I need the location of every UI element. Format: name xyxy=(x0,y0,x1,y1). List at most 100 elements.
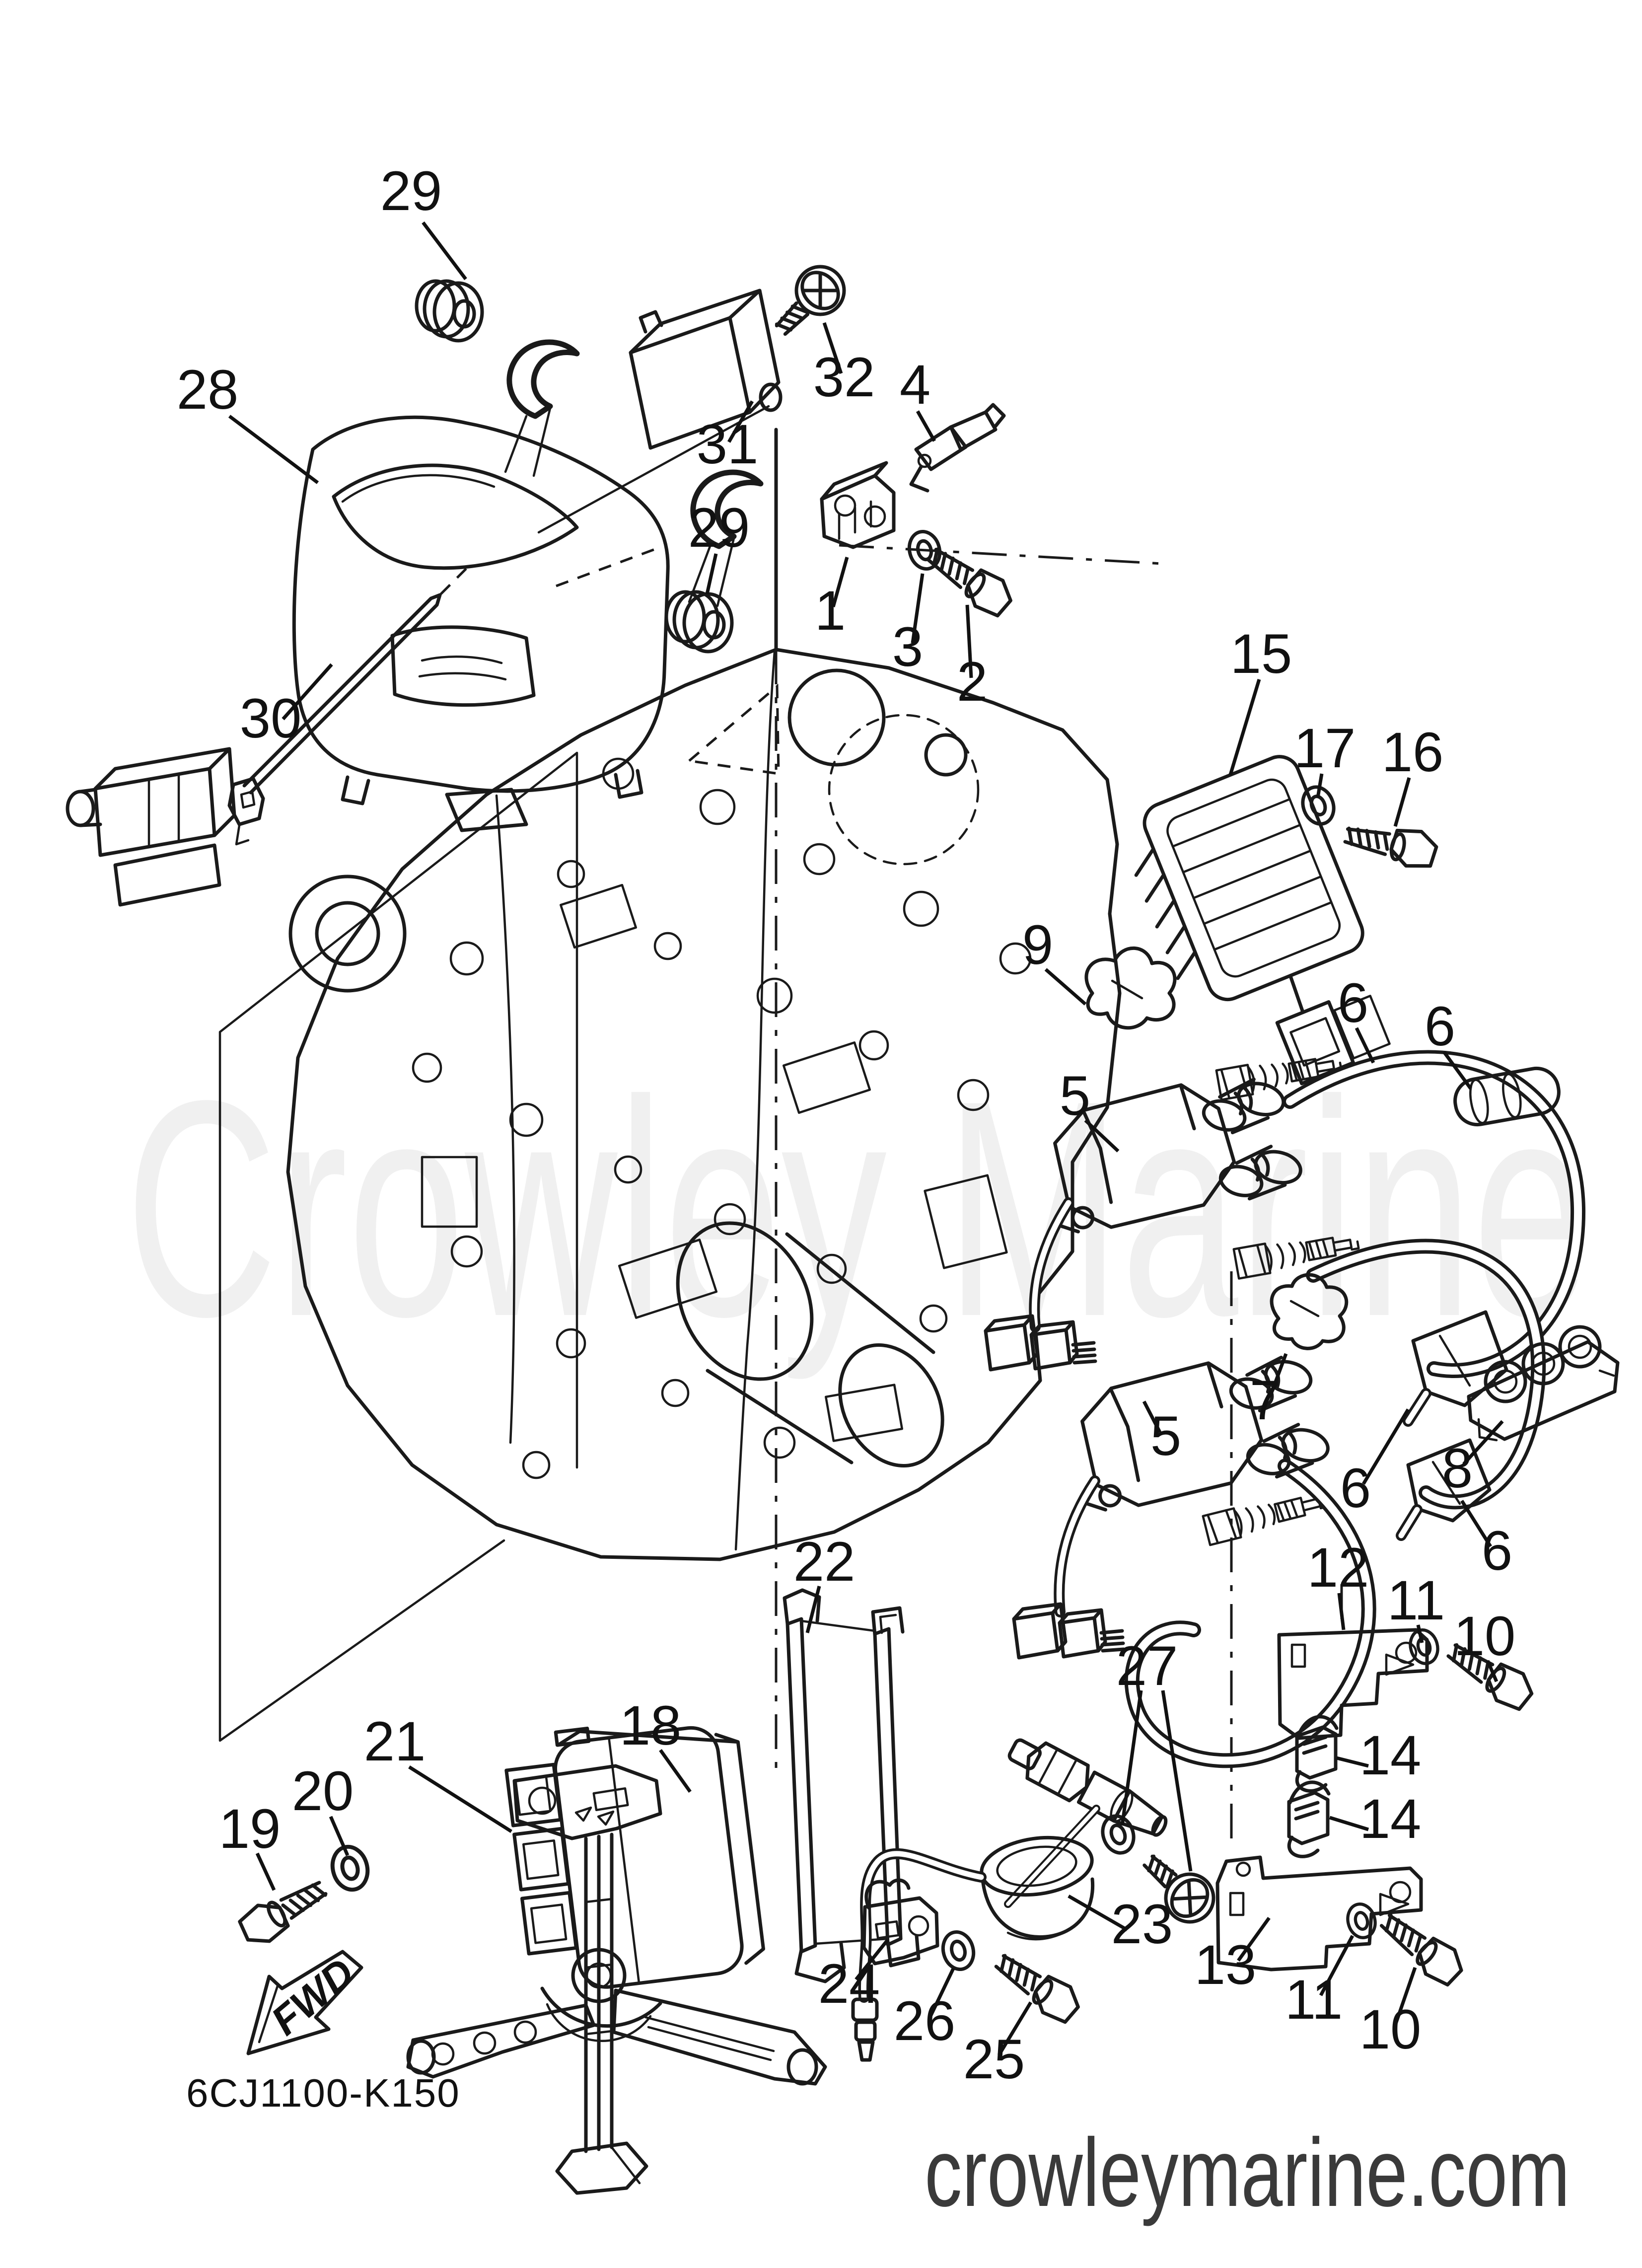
washer-11-lower xyxy=(1344,1901,1379,1941)
fwd-label: FWD xyxy=(263,1950,363,2044)
callout-22: 22 xyxy=(793,1531,856,1593)
callout-6: 6 xyxy=(1425,995,1455,1057)
washer-20 xyxy=(328,1843,372,1894)
fwd-arrow: FWD xyxy=(246,1950,363,2055)
callout-30: 30 xyxy=(240,687,302,749)
callout-24: 24 xyxy=(818,1953,880,2015)
callout-9: 9 xyxy=(1022,914,1053,976)
leader-line xyxy=(1044,968,1087,1006)
leader-line xyxy=(1142,1400,1162,1433)
leader-line xyxy=(1161,1690,1193,1872)
leader-line xyxy=(1393,1967,1417,2026)
ecu-18 xyxy=(504,1726,765,1989)
leader-line xyxy=(1319,1935,1355,1996)
oil-pressure-switch-27 xyxy=(1007,1738,1168,1837)
leader-line xyxy=(965,604,973,678)
callout-18: 18 xyxy=(620,1694,682,1756)
clip-7 xyxy=(1270,1273,1349,1350)
callout-13: 13 xyxy=(1195,1934,1257,1996)
callout-28: 28 xyxy=(177,359,239,421)
callout-20: 20 xyxy=(292,1760,354,1822)
leader-line xyxy=(1329,1816,1369,1831)
leader-line xyxy=(1393,777,1411,827)
callout-19: 19 xyxy=(219,1798,281,1860)
callout-6: 6 xyxy=(1482,1520,1512,1582)
callout-12: 12 xyxy=(1307,1536,1369,1599)
callout-17: 17 xyxy=(1294,717,1356,779)
brand-watermark: Crowley Marine xyxy=(125,1037,1590,1383)
leader-line xyxy=(1486,1660,1499,1683)
leader-line xyxy=(727,400,754,443)
callout-6: 6 xyxy=(1340,1457,1371,1519)
leader-line xyxy=(1361,1408,1410,1485)
leader-line xyxy=(822,322,843,374)
coil-lead-lower xyxy=(1054,1475,1100,1617)
leader-line xyxy=(1068,1894,1128,1932)
bracket-1 xyxy=(820,461,896,549)
leader-line xyxy=(1462,1420,1504,1465)
callout-4: 4 xyxy=(900,354,930,416)
washer-27 xyxy=(1098,1812,1139,1857)
callout-23: 23 xyxy=(1111,1893,1173,1955)
grommet-29-top xyxy=(417,281,482,341)
leader-line xyxy=(228,415,319,484)
leader-line xyxy=(1316,773,1324,798)
coil-lead-upper xyxy=(1029,1197,1074,1332)
callout-21: 21 xyxy=(364,1710,426,1772)
website-text: crowleymarine.com xyxy=(925,2119,1570,2227)
bracket-13 xyxy=(1215,1855,1423,1972)
wire-holder-8 xyxy=(1467,1325,1620,1442)
leader-line xyxy=(255,1852,276,1891)
leader-line xyxy=(1460,1500,1492,1547)
leader-line xyxy=(408,1765,512,1833)
engine-block xyxy=(66,428,1233,1840)
clamp-9 xyxy=(1084,946,1177,1030)
callout-2: 2 xyxy=(957,651,988,713)
leader-line xyxy=(1337,1593,1346,1630)
leader-line xyxy=(1355,1027,1375,1064)
leader-line xyxy=(1228,678,1261,776)
leader-line xyxy=(916,410,936,442)
leader-line xyxy=(329,1816,350,1856)
drawing-code: 6CJ1100-K150 xyxy=(186,2071,460,2115)
leader-line xyxy=(422,221,467,281)
leader-line xyxy=(282,663,333,721)
bolt-10-lower xyxy=(1375,1905,1469,1990)
bolt-16 xyxy=(1343,816,1438,871)
grommet-29-bottom xyxy=(666,592,732,652)
bottom-cowling-28 xyxy=(292,339,780,832)
plug-cap-6-straight xyxy=(1453,1066,1561,1127)
clip-14-upper xyxy=(1297,1717,1337,1791)
cdi-unit-31 xyxy=(537,289,783,534)
callout-1: 1 xyxy=(815,580,846,642)
plug-cap-6-elbow-lower xyxy=(1396,1438,1492,1541)
callout-5: 5 xyxy=(1060,1065,1090,1127)
leader-line xyxy=(1336,1756,1369,1768)
callout-26: 26 xyxy=(894,1990,956,2052)
cable-tie-30 xyxy=(227,567,468,846)
leader-line xyxy=(705,553,718,594)
bracket-22 xyxy=(783,1588,921,1983)
leader-line xyxy=(911,573,925,644)
callout-29: 29 xyxy=(380,160,442,222)
clip-14-lower xyxy=(1289,1782,1329,1857)
leader-line xyxy=(831,557,849,607)
sensor-4 xyxy=(909,403,1006,493)
leader-line xyxy=(1268,1353,1288,1397)
callout-6: 6 xyxy=(1338,972,1368,1034)
leader-line xyxy=(1237,1916,1271,1962)
callout-7: 7 xyxy=(1250,1369,1281,1431)
leader-line xyxy=(1084,1119,1120,1153)
leader-line xyxy=(1442,1050,1472,1090)
plug-wire-6-upper xyxy=(1283,1050,1586,1378)
callout-11: 11 xyxy=(1387,1569,1445,1631)
callout-27: 27 xyxy=(1116,1635,1178,1697)
leader-line xyxy=(1416,1624,1424,1643)
callout-15: 15 xyxy=(1230,623,1292,685)
callout-3: 3 xyxy=(892,616,923,678)
leader-line xyxy=(1120,1690,1143,1826)
leader-line xyxy=(855,1938,889,1981)
